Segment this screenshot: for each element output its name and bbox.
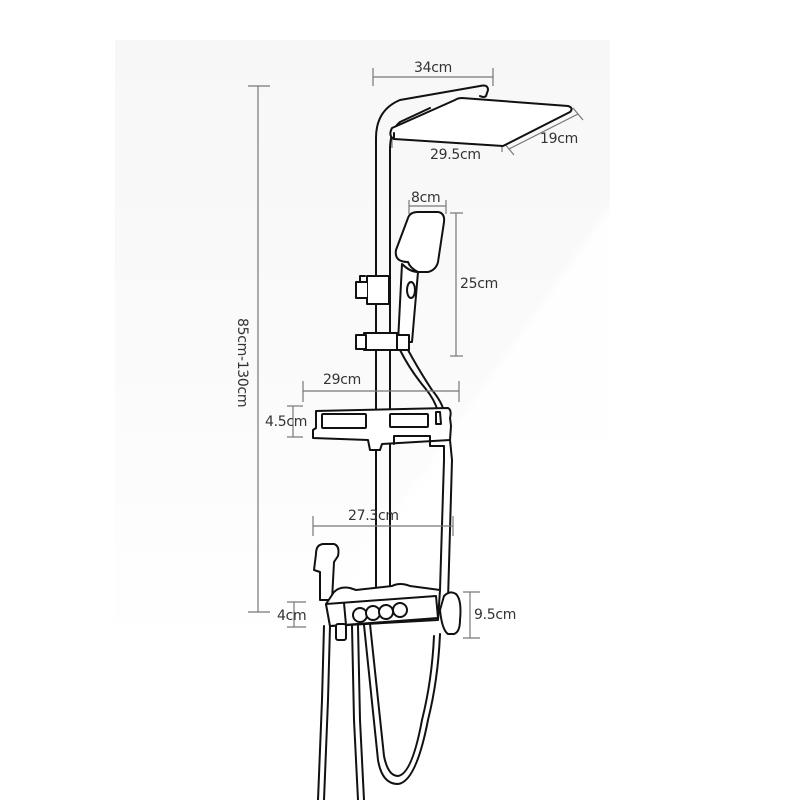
lower-riser <box>375 435 453 601</box>
handle-height-dimension <box>463 591 480 639</box>
label-mixer-width: 27.3cm <box>348 508 399 524</box>
rain-shower-head <box>389 97 573 147</box>
hand-shower <box>394 211 446 343</box>
bidet-hose <box>317 625 331 800</box>
slide-holder-lower <box>355 332 410 351</box>
label-total-height: 85cm-130cm <box>234 318 250 408</box>
label-mixer-height: 4cm <box>277 608 307 624</box>
rain-head-top-width-dimension <box>372 68 494 86</box>
label-rain-head-top-width: 34cm <box>414 60 452 76</box>
shelf-width-dimension <box>302 381 460 402</box>
mixer-height-dimension <box>287 601 306 628</box>
label-hand-shower-width: 8cm <box>411 190 441 206</box>
hand-shower-length-dimension <box>450 212 463 357</box>
thermostatic-mixer <box>325 583 441 641</box>
label-shelf-height: 4.5cm <box>265 414 308 430</box>
hand-shower-hose <box>399 349 445 413</box>
mixer-width-dimension <box>312 516 454 536</box>
hand-shower-width-dimension <box>408 200 447 214</box>
slide-holder-upper <box>355 275 390 305</box>
label-hand-shower-length: 25cm <box>460 276 498 292</box>
label-rain-head-front-width: 29.5cm <box>430 147 481 163</box>
bidet-sprayer <box>313 543 340 601</box>
label-shelf-width: 29cm <box>323 372 361 388</box>
lower-hoses <box>351 623 441 800</box>
mixer-handle <box>439 591 462 635</box>
total-height-dimension <box>248 85 270 613</box>
label-rain-head-depth: 19cm <box>540 131 578 147</box>
shelf <box>312 407 452 451</box>
shelf-height-dimension <box>287 405 303 438</box>
label-handle-height: 9.5cm <box>474 607 517 623</box>
